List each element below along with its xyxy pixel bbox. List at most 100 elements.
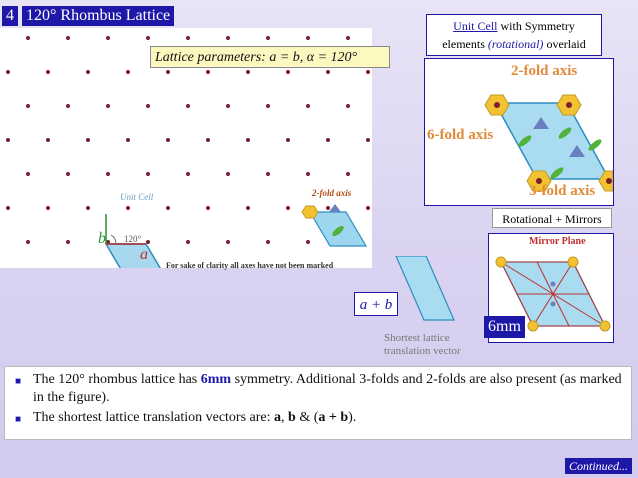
lattice-point: [306, 104, 310, 108]
lattice-point: [246, 70, 250, 74]
bullet-1-text: The 120° rhombus lattice has 6mm symmetr…: [33, 372, 622, 405]
angle-arc: [110, 234, 117, 245]
line2-start: elements: [442, 37, 488, 51]
lattice-point: [26, 240, 30, 244]
shortest-line-2: translation vector: [384, 345, 461, 357]
shortest-line-1: Shortest lattice: [384, 332, 450, 344]
lattice-point: [226, 104, 230, 108]
unit-cell-label: Unit Cell: [120, 192, 154, 202]
lattice-point: [166, 70, 170, 74]
lattice-point: [306, 172, 310, 176]
hexagon-marker: [301, 205, 319, 219]
lattice-point: [206, 206, 210, 210]
lattice-point: [146, 104, 150, 108]
lattice-point: [6, 70, 10, 74]
lattice-point: [346, 36, 350, 40]
apb-diagram: [395, 256, 455, 321]
bullet-icon: ■: [15, 376, 22, 387]
vector-a-label: a: [140, 246, 148, 263]
unit-cell-title: Unit Cell with Symmetry elements (rotati…: [426, 14, 602, 56]
angle-label: 120°: [124, 234, 142, 244]
lattice-point: [46, 138, 50, 142]
lattice-point: [266, 172, 270, 176]
lattice-point: [346, 104, 350, 108]
lattice-point: [186, 240, 190, 244]
continued-link[interactable]: Continued...: [565, 458, 632, 474]
bullet-2-text: The shortest lattice translation vectors…: [33, 410, 357, 425]
lattice-point: [206, 70, 210, 74]
clarity-note: For sake of clarity all axes have not be…: [166, 261, 334, 270]
lattice-point: [366, 206, 370, 210]
mirror-plane-label: Mirror Plane: [529, 236, 586, 247]
slide-title: 120° Rhombus Lattice: [22, 6, 175, 26]
lattice-point: [146, 172, 150, 176]
lattice-point: [106, 36, 110, 40]
title-rest: with Symmetry: [497, 19, 575, 33]
lattice-point: [286, 206, 290, 210]
mirror-plane-diagram: [495, 256, 611, 332]
lattice-panel: Unit Cell 120° b a 2-fold axis For sake …: [0, 28, 372, 279]
bullet-icon: ■: [15, 414, 22, 425]
ellipse-marker: [332, 225, 344, 237]
lattice-point: [266, 240, 270, 244]
lattice-point: [86, 206, 90, 210]
lattice-point: [326, 138, 330, 142]
point-group-badge: 6mm: [484, 316, 525, 338]
sixfold-label: 6-fold axis: [427, 127, 494, 143]
unit-cell-link: Unit Cell: [453, 19, 498, 33]
lattice-point: [266, 104, 270, 108]
twofold-label: 2-fold axis: [511, 63, 578, 79]
apb-label: a + b: [354, 292, 398, 316]
lattice-point: [186, 172, 190, 176]
lattice-point: [106, 172, 110, 176]
lattice-point: [46, 206, 50, 210]
twofold-axis-label: 2-fold axis: [312, 188, 352, 198]
lattice-point: [306, 240, 310, 244]
vector-b-label: b: [98, 230, 106, 247]
unit-cell-symmetry-diagram: [484, 94, 614, 192]
lattice-point: [66, 36, 70, 40]
line2-italic: (rotational): [487, 37, 544, 51]
lattice-point: [126, 206, 130, 210]
slide-number: 4: [2, 6, 18, 26]
lattice-point: [146, 240, 150, 244]
lattice-parameters: Lattice parameters: a = b, α = 120°: [150, 46, 390, 68]
lattice-point: [326, 70, 330, 74]
lattice-point: [6, 138, 10, 142]
lattice-point: [366, 70, 370, 74]
lattice-point: [306, 36, 310, 40]
lattice-point: [206, 138, 210, 142]
lattice-point: [66, 104, 70, 108]
lattice-point: [66, 172, 70, 176]
lattice-point: [266, 36, 270, 40]
lattice-point: [146, 36, 150, 40]
rotational-mirrors-label: Rotational + Mirrors: [492, 208, 612, 228]
lattice-point: [186, 104, 190, 108]
lattice-point: [246, 206, 250, 210]
lattice-point: [86, 70, 90, 74]
lattice-point: [126, 70, 130, 74]
lattice-point: [86, 138, 90, 142]
unit-cell-symmetry-box: 2-fold axis 6-fold axis 3-fold axis: [424, 58, 614, 206]
lattice-point: [26, 104, 30, 108]
lattice-point: [186, 36, 190, 40]
lattice-point: [166, 206, 170, 210]
lattice-point: [286, 70, 290, 74]
lattice-point: [326, 206, 330, 210]
lattice-point: [226, 172, 230, 176]
bullet-1: ■ The 120° rhombus lattice has 6mm symme…: [15, 371, 625, 407]
lattice-point: [26, 172, 30, 176]
lattice-point: [226, 36, 230, 40]
lattice-point: [106, 240, 110, 244]
triangle-marker: [329, 204, 341, 212]
lattice-point: [106, 104, 110, 108]
line2-end: overlaid: [543, 37, 586, 51]
lattice-point: [6, 206, 10, 210]
lattice-point: [366, 138, 370, 142]
lattice-point: [286, 138, 290, 142]
lattice-point: [346, 172, 350, 176]
lattice-point: [126, 138, 130, 142]
lattice-point: [246, 138, 250, 142]
lattice-point: [166, 138, 170, 142]
unit-cell-rhombus: [104, 243, 168, 279]
